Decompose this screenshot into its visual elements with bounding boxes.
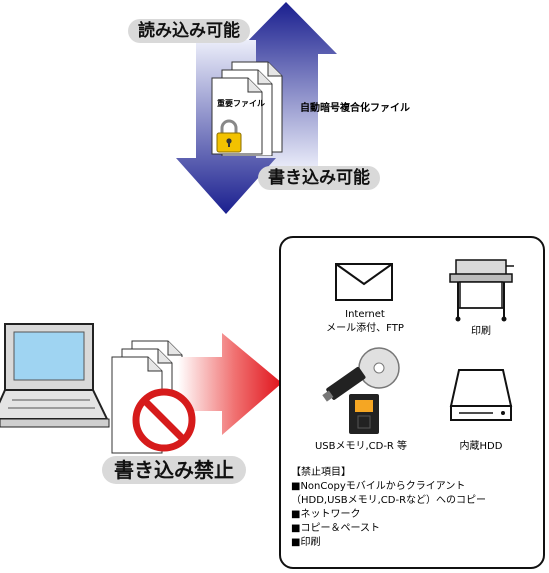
read-allowed-label: 読み込み可能 [128, 19, 250, 43]
usb-cd-label: USBメモリ,CD-R 等 [314, 441, 408, 452]
bottom-left-graphic [0, 323, 282, 454]
internet-label-line1: Internet [345, 309, 385, 320]
document-stack-icon [211, 61, 283, 156]
hdd-icon [449, 369, 513, 421]
laptop-icon [0, 323, 110, 428]
prohibition-panel: Internet メール添付、FTP 印刷 USBメモリ,CD-R 等 内蔵HD… [279, 236, 545, 569]
rules-title: 【禁止項目】 [291, 467, 351, 478]
lock-icon [216, 119, 242, 153]
important-file-label: 重要ファイル [217, 99, 265, 108]
usb-cd-icon [322, 347, 400, 434]
print-label: 印刷 [471, 326, 491, 337]
rule-item: ■ネットワーク [291, 509, 361, 520]
printer-icon [449, 259, 514, 322]
prohibited-items-list: 【禁止項目】 ■NonCopyモバイルからクライアント （HDD,USBメモリ,… [291, 466, 486, 550]
auto-encrypt-file-label: 自動暗号複合化ファイル [300, 103, 410, 114]
red-arrow [178, 333, 282, 435]
internet-label: Internet メール添付、FTP [315, 308, 415, 336]
rule-item: ■コピー＆ペースト [291, 523, 380, 534]
rule-item: ■印刷 [291, 537, 321, 548]
internet-label-line2: メール添付、FTP [326, 323, 404, 334]
write-allowed-label: 書き込み可能 [258, 166, 380, 190]
prohibit-icon [132, 388, 196, 452]
write-prohibited-label: 書き込み禁止 [102, 456, 246, 484]
rule-item: （HDD,USBメモリ,CD-Rなど）へのコピー [291, 495, 487, 506]
rule-item: ■NonCopyモバイルからクライアント [291, 481, 466, 492]
hdd-label: 内蔵HDD [459, 441, 503, 452]
envelope-icon [335, 263, 393, 301]
